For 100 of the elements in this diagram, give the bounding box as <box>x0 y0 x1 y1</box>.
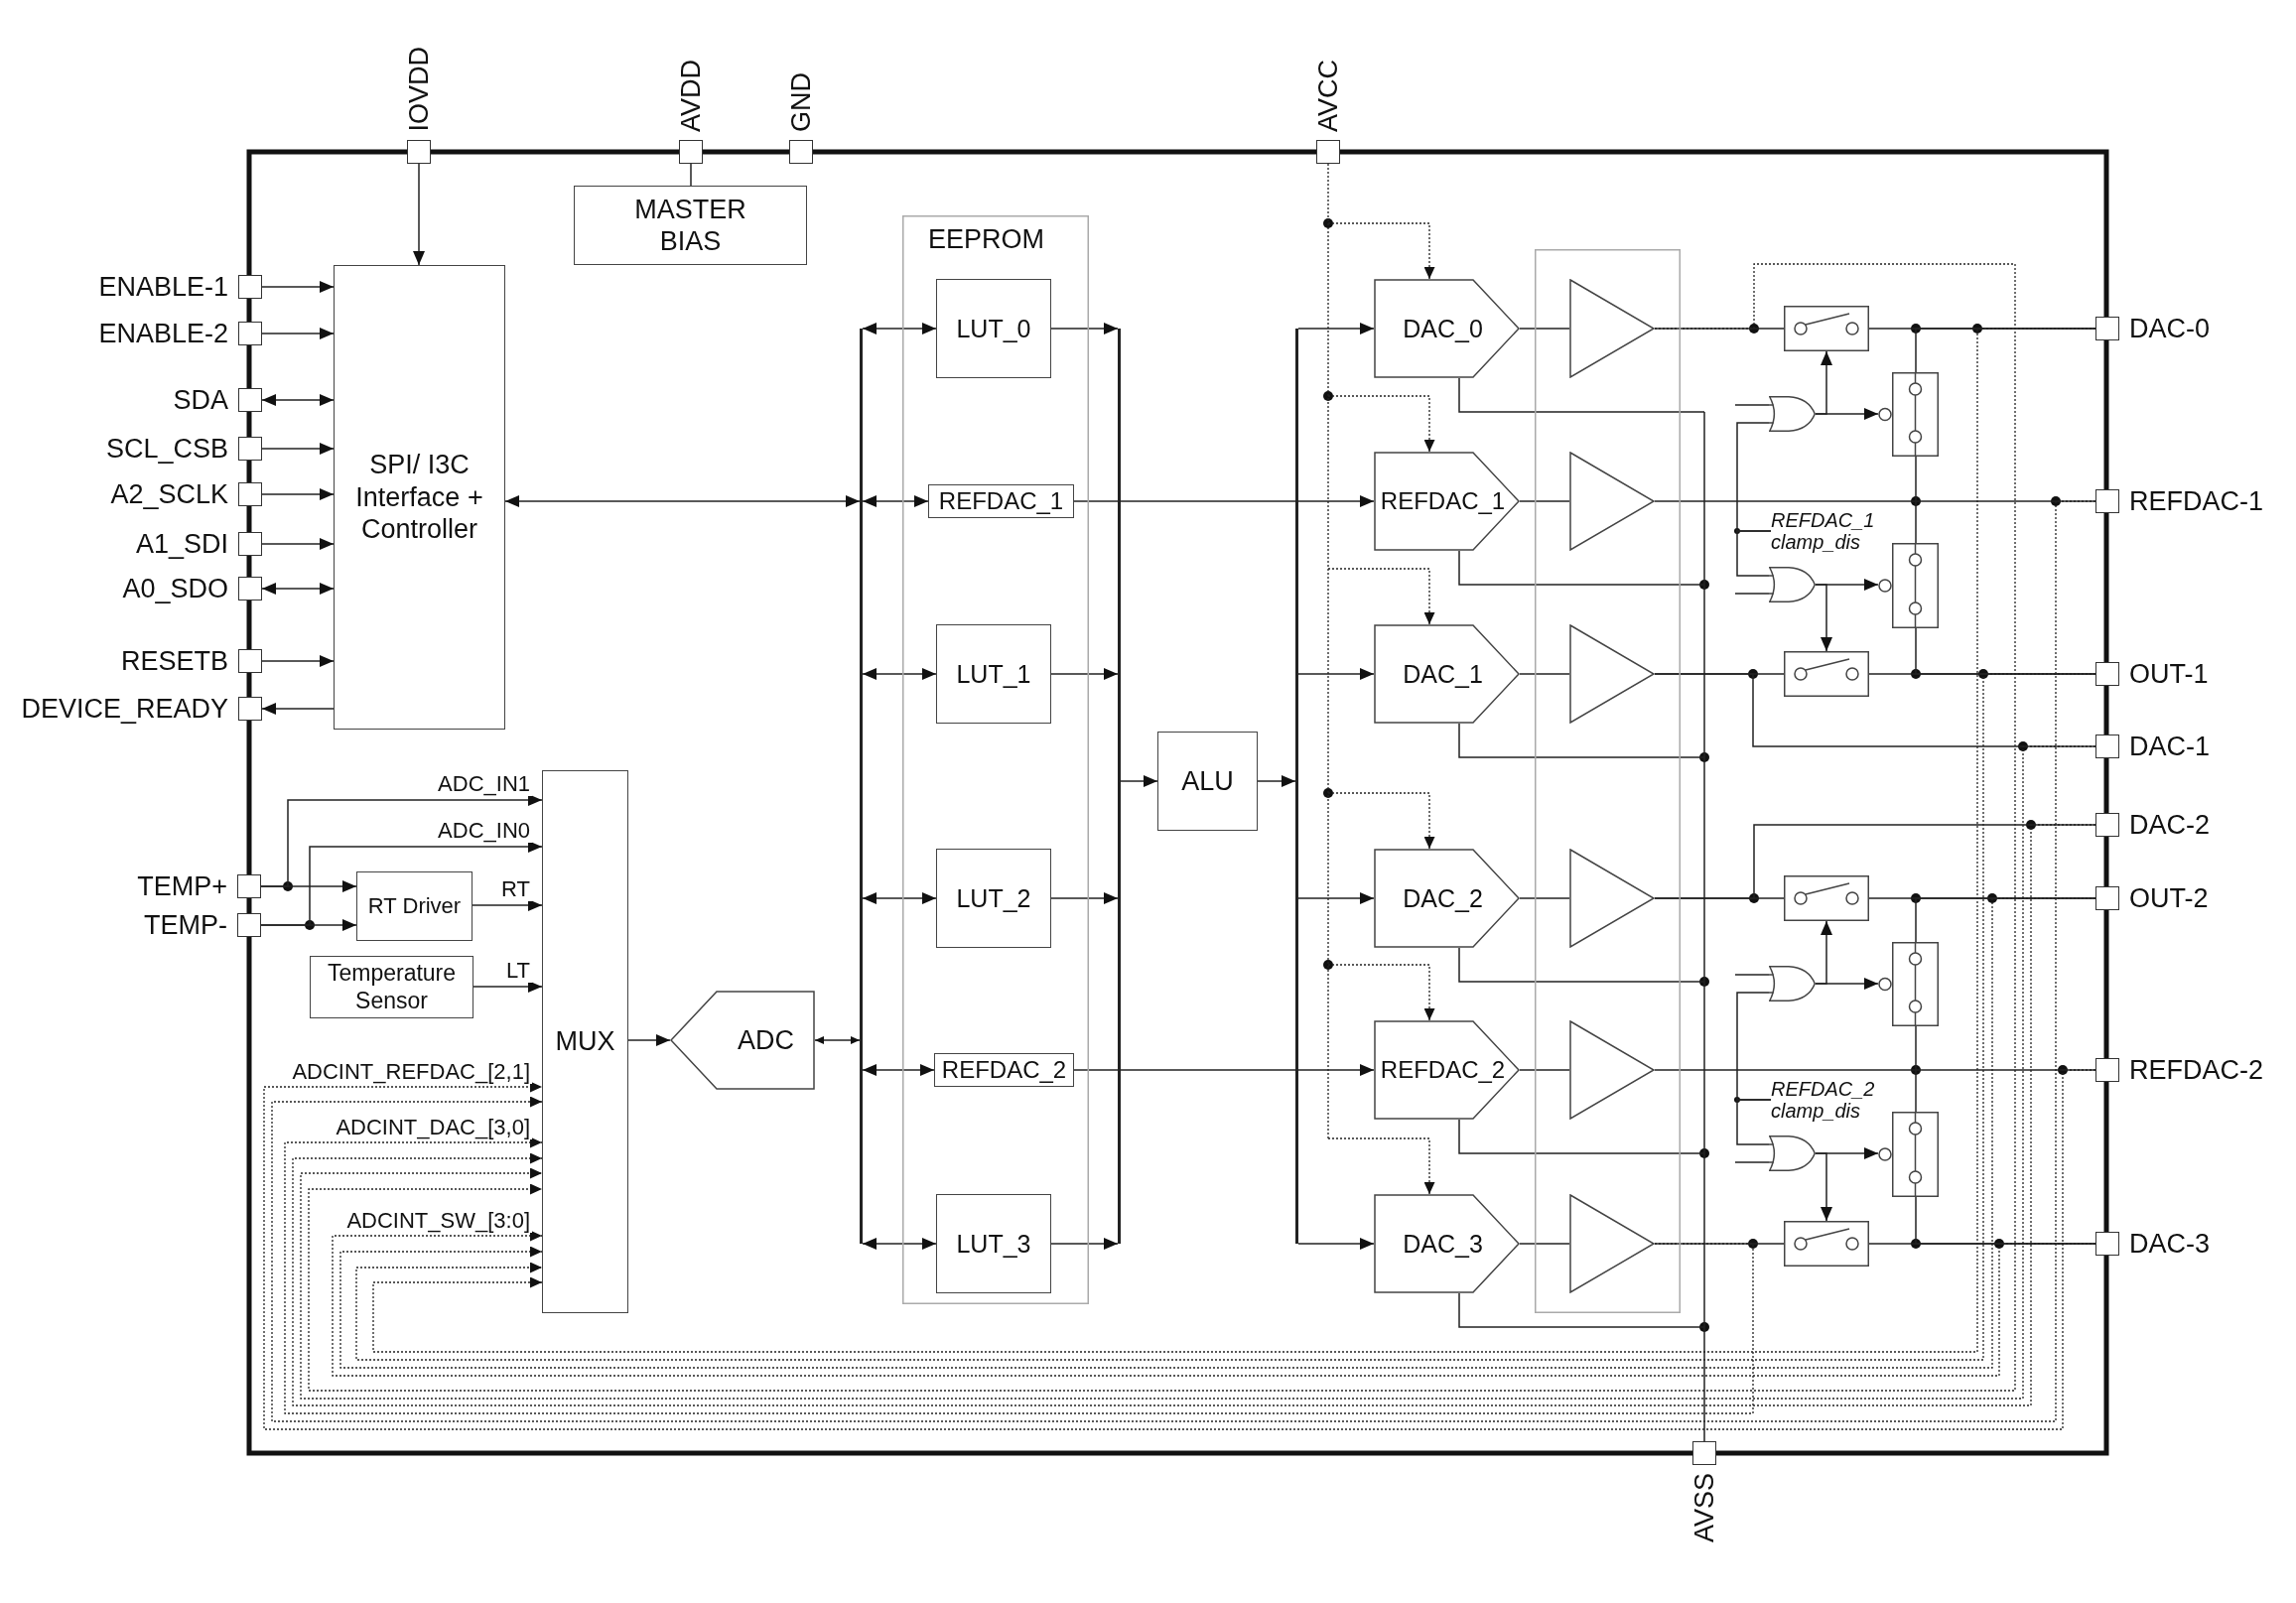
bus-line <box>1295 329 1298 1244</box>
wire <box>1915 1069 1917 1113</box>
wire <box>1915 1025 1917 1071</box>
pin-label: DAC-3 <box>2129 1230 2210 1258</box>
pin-label: IOVDD <box>405 47 433 132</box>
block-label: DAC_1 <box>1403 659 1483 689</box>
pin-label: A0_SDO <box>122 575 228 602</box>
pin-label: TEMP- <box>144 911 227 939</box>
wire <box>1654 328 1785 330</box>
dotted-arrow <box>1327 792 1435 850</box>
wire <box>1734 593 1770 595</box>
sensor-block <box>310 956 473 1018</box>
block-label: LUT_2 <box>956 883 1031 913</box>
block-label: REFDAC_2 <box>1380 1056 1506 1084</box>
arrow <box>862 323 937 334</box>
signal-label: REFDAC_1 clamp_dis <box>1771 509 1877 553</box>
arrow <box>261 394 335 406</box>
wire <box>1915 456 1917 502</box>
wire <box>1654 1069 1917 1071</box>
block-label: ALU <box>1181 764 1234 798</box>
wire <box>1654 500 1917 502</box>
bus-line <box>1118 329 1121 1244</box>
interface-block <box>334 265 505 730</box>
dotted-arrow <box>1327 964 1435 1021</box>
arrow <box>862 1238 937 1250</box>
block-label: LUT_0 <box>956 314 1031 343</box>
wire <box>1458 377 1705 413</box>
arrow <box>1297 668 1375 680</box>
pin-label: SDA <box>173 386 228 414</box>
arrow <box>1297 892 1375 904</box>
block-label: Temperature Sensor <box>326 959 458 1015</box>
arrow <box>1073 495 1375 507</box>
block-label: SPI/ I3C Interface + Controller <box>354 449 484 546</box>
wire <box>1458 1119 1705 1154</box>
wire <box>1519 897 1570 899</box>
arrow <box>261 328 335 339</box>
arrow <box>261 443 335 455</box>
pin-label: GND <box>787 72 815 132</box>
wire <box>1736 530 1772 577</box>
wire <box>1703 411 1705 1442</box>
arrow <box>627 1034 671 1046</box>
wire <box>1519 673 1570 675</box>
pin-label: TEMP+ <box>137 872 227 900</box>
memory-group-frame <box>902 215 1089 1304</box>
pin-label: REFDAC-1 <box>2129 487 2263 515</box>
arrow <box>1050 1238 1119 1250</box>
block-label: RT Driver <box>367 892 462 920</box>
wire <box>1915 500 1917 544</box>
wire <box>1915 328 2096 373</box>
block-label: DAC_2 <box>1403 883 1483 913</box>
arrow <box>1120 775 1158 787</box>
arrow <box>1815 978 1879 990</box>
pin-label: SCL_CSB <box>105 435 228 463</box>
arrow <box>261 538 335 550</box>
wire <box>1915 1069 2096 1071</box>
pin-label: A1_SDI <box>135 530 228 558</box>
arrow <box>862 668 937 680</box>
pin-label: DAC-0 <box>2129 315 2210 342</box>
wire <box>1915 897 2096 943</box>
arrow <box>504 495 861 507</box>
memory-block <box>936 624 1051 724</box>
block-label: MASTER BIAS <box>633 193 747 258</box>
wire <box>1915 500 2096 502</box>
arrow <box>260 841 543 926</box>
wire <box>1519 1069 1570 1071</box>
arrow <box>1050 668 1119 680</box>
arrow <box>1815 584 1832 652</box>
pin-label: A2_SCLK <box>110 480 228 508</box>
pin-label: DEVICE_READY <box>21 695 228 723</box>
pin-label: OUT-2 <box>2129 884 2209 912</box>
wire <box>1734 974 1770 976</box>
arrow <box>1297 1238 1375 1250</box>
arrow <box>472 899 543 911</box>
block-label: REFDAC_1 <box>938 486 1064 516</box>
block-label: DAC_3 <box>1403 1229 1483 1259</box>
arrow <box>261 655 335 667</box>
arrow <box>261 281 335 293</box>
arrow <box>261 583 335 595</box>
pin-label: DAC-2 <box>2129 811 2210 839</box>
pin-label: ENABLE-2 <box>98 320 228 347</box>
dotted-arrow <box>1327 568 1435 625</box>
wire <box>1734 1161 1770 1163</box>
pin-label: DAC-1 <box>2129 733 2210 760</box>
arrow <box>1297 323 1375 334</box>
wire <box>1734 404 1770 406</box>
amplifier-group-frame <box>1535 249 1681 1313</box>
dotted-arrow <box>308 263 2016 1392</box>
wire <box>1519 500 1570 502</box>
driver-block <box>356 871 473 941</box>
alu-block <box>1157 732 1258 831</box>
bus-line <box>860 329 863 1244</box>
arrow <box>261 703 335 715</box>
wire <box>1458 723 1705 758</box>
wire <box>690 163 692 187</box>
register-block <box>934 1053 1074 1087</box>
block-label: REFDAC_2 <box>941 1055 1067 1085</box>
dotted-arrow <box>263 1069 2096 1430</box>
signal-label: REFDAC_2 clamp_dis <box>1771 1078 1877 1122</box>
register-block <box>928 484 1074 518</box>
wire <box>1868 673 2096 675</box>
